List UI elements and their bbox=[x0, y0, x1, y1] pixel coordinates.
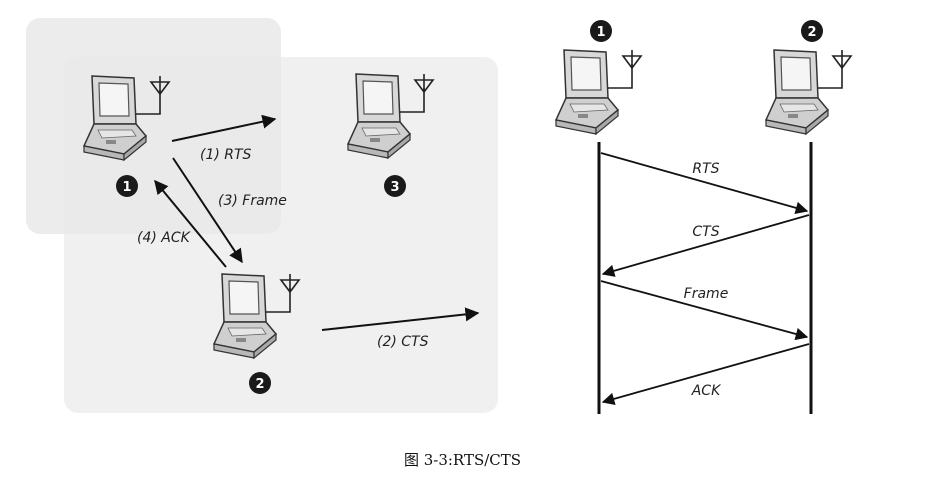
arrow-label-cts: (2) CTS bbox=[377, 334, 429, 350]
node-label-2: 2 bbox=[255, 377, 264, 392]
station-badge-1: 1 bbox=[590, 20, 612, 42]
message-label-rts: RTS bbox=[692, 161, 719, 177]
node-badge-2: 2 bbox=[249, 372, 271, 394]
station-badge-2: 2 bbox=[801, 20, 823, 42]
message-arrow-frame bbox=[600, 280, 809, 341]
message-label-frame: Frame bbox=[684, 286, 729, 302]
right-diagram: 1 2 RTS CTS Frame ACK bbox=[555, 20, 852, 414]
range-area-node-1 bbox=[26, 18, 281, 234]
arrow-cts bbox=[321, 307, 480, 331]
laptop-icon bbox=[765, 49, 852, 135]
arrow-label-frame: (3) Frame bbox=[218, 193, 287, 209]
arrow-label-ack: (4) ACK bbox=[137, 230, 192, 246]
figure-caption: 图 3-3:RTS/CTS bbox=[403, 451, 522, 469]
message-arrow-cts bbox=[601, 214, 810, 277]
message-label-ack: ACK bbox=[691, 383, 722, 399]
node-label-1: 1 bbox=[122, 180, 131, 195]
station-label-2: 2 bbox=[807, 25, 816, 40]
message-arrow-ack bbox=[601, 343, 810, 405]
arrow-frame bbox=[172, 157, 243, 264]
arrow-label-rts: (1) RTS bbox=[200, 147, 252, 163]
station-label-1: 1 bbox=[596, 25, 605, 40]
arrow-rts bbox=[171, 114, 277, 142]
laptop-icon bbox=[555, 49, 642, 135]
left-diagram: 1 3 2 (1) RTS (3) Frame (4) ACK (2) CTS bbox=[26, 18, 498, 413]
node-label-3: 3 bbox=[390, 180, 399, 195]
arrow-ack bbox=[154, 179, 227, 268]
message-arrow-rts bbox=[600, 152, 809, 214]
message-label-cts: CTS bbox=[692, 224, 719, 240]
node-badge-3: 3 bbox=[384, 175, 406, 197]
node-badge-1: 1 bbox=[116, 175, 138, 197]
